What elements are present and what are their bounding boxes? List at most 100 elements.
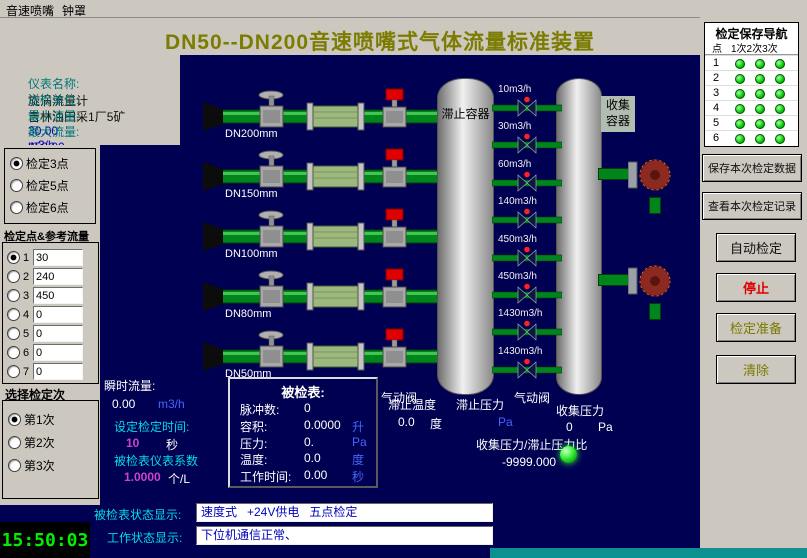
radio-run-1[interactable]: 第1次 (8, 411, 55, 428)
inst-flow-value: 0.00 (112, 397, 136, 411)
inst-flow-label: 瞬时流量: (104, 379, 156, 393)
auto-calibrate-button[interactable]: 自动检定 (716, 233, 796, 262)
pump-icon (627, 159, 671, 191)
ref-flow-input-6[interactable] (33, 344, 83, 361)
prepare-button[interactable]: 检定准备 (716, 313, 796, 342)
ref-radio-4[interactable] (7, 308, 20, 321)
run-select-title: 选择检定次 (5, 388, 66, 402)
stop-button[interactable]: 停止 (716, 273, 796, 302)
stag-press-unit: Pa (498, 415, 513, 429)
nav-dot-run3 (775, 59, 785, 69)
actuator-valve-icon (385, 88, 404, 101)
ref-flow-input-3[interactable] (33, 287, 83, 304)
nav-dot-run2 (755, 104, 765, 114)
clear-button[interactable]: 清除 (716, 355, 796, 384)
ref-flow-input-1[interactable] (33, 249, 83, 266)
pump1-outlet-pipe (649, 197, 661, 214)
nav-row-3: 3 (705, 85, 798, 101)
flowmeter-body-icon (312, 105, 359, 128)
radio-run-3-icon[interactable] (8, 459, 21, 472)
ref-row-5: 5 (7, 327, 29, 341)
radio-run-2[interactable]: 第2次 (8, 434, 55, 451)
radio-points-3[interactable]: 检定3点 (10, 155, 69, 172)
menu-bar: 音速喷嘴 钟罩 (0, 0, 807, 18)
ref-radio-5[interactable] (7, 327, 20, 340)
nav-row-2: 2 (705, 70, 798, 86)
ref-flow-title: 检定点&参考流量 (4, 231, 89, 243)
menu-item-sonic-nozzle[interactable]: 音速喷嘴 (6, 4, 55, 18)
ref-radio-3[interactable] (7, 289, 20, 302)
pulse-row: 脉冲数: 0 (240, 401, 370, 417)
branch-valve-icon[interactable] (491, 133, 563, 155)
branch-line-4: 140m3/h (491, 196, 563, 232)
pipe-dn50-graphic (203, 328, 449, 371)
radio-points-5-label: 检定5点 (26, 179, 69, 193)
radio-points-6-icon[interactable] (10, 201, 23, 214)
nav-dot-run1 (735, 74, 745, 84)
meter-coef-value[interactable]: 1.0000 (124, 470, 161, 484)
stag-press-label: 滞止压力 (456, 398, 505, 412)
pump-1 (627, 152, 674, 203)
radio-points-6[interactable]: 检定6点 (10, 199, 69, 216)
branch-valve-icon[interactable] (491, 246, 563, 268)
branch-valve-icon[interactable] (491, 208, 563, 230)
nav-dot-run3 (775, 119, 785, 129)
bottom-strip (490, 548, 807, 558)
meter-status-label: 被检表状态显示: (94, 508, 182, 522)
meter-status-display: 速度式 +24V供电 五点检定 (196, 503, 493, 522)
radio-run-2-icon[interactable] (8, 436, 21, 449)
ref-radio-7[interactable] (7, 365, 20, 378)
branch-valve-icon[interactable] (491, 358, 563, 380)
ref-radio-1[interactable] (7, 251, 20, 264)
nav-col-point: 点 (712, 44, 722, 55)
flowmeter-body-icon (312, 225, 359, 248)
ref-radio-6[interactable] (7, 346, 20, 359)
branch-valve-icon[interactable] (491, 96, 563, 118)
nozzle-icon (203, 282, 223, 311)
ref-flow-input-7[interactable] (33, 363, 83, 380)
ref-num-1: 1 (23, 252, 30, 264)
ref-flow-input-5[interactable] (33, 325, 83, 342)
stag-temp-label: 滞止温度 (388, 398, 437, 412)
radio-run-1-icon[interactable] (8, 413, 21, 426)
temperature-unit: 度 (352, 453, 365, 467)
nav-row-4: 4 (705, 100, 798, 116)
volume-row: 容积: 0.0000 升 (240, 418, 370, 434)
ref-flow-input-2[interactable] (33, 268, 83, 285)
page-title: DN50--DN200音速喷嘴式气体流量标准装置 (164, 31, 596, 54)
radio-run-1-label: 第1次 (24, 413, 55, 427)
branch-flow-label-4: 140m3/h (498, 196, 537, 207)
nav-dot-run1 (735, 119, 745, 129)
ref-num-2: 2 (23, 271, 30, 283)
actuator-valve-icon (385, 328, 404, 341)
worktime-label: 工作时间: (240, 470, 292, 484)
volume-unit: 升 (352, 420, 365, 434)
ref-flow-input-4[interactable] (33, 306, 83, 323)
radio-points-5[interactable]: 检定5点 (10, 177, 69, 194)
ref-radio-2[interactable] (7, 270, 20, 283)
save-data-button[interactable]: 保存本次检定数据 (702, 154, 802, 182)
collection-vessel (556, 78, 602, 395)
actuator-valve-icon (385, 268, 404, 281)
pressure-value: 0. (304, 435, 315, 449)
pulse-value: 0 (304, 401, 311, 415)
view-record-button[interactable]: 查看本次检定记录 (702, 192, 802, 220)
nav-row-num: 4 (713, 102, 720, 114)
branch-valve-icon[interactable] (491, 320, 563, 342)
nav-dot-run1 (735, 134, 745, 144)
radio-run-3[interactable]: 第3次 (8, 457, 55, 474)
radio-points-3-icon[interactable] (10, 157, 23, 170)
set-time-value[interactable]: 10 (126, 436, 140, 450)
ref-num-7: 7 (23, 366, 30, 378)
branch-valve-icon[interactable] (491, 171, 563, 193)
volume-value: 0.0000 (304, 418, 341, 432)
collection-vessel-label: 收集容器 (601, 96, 635, 132)
nozzle-icon (203, 222, 223, 251)
menu-item-bell[interactable]: 钟罩 (62, 4, 87, 18)
radio-points-5-icon[interactable] (10, 179, 23, 192)
stagnation-vessel: 滞止容器 (437, 78, 494, 395)
branch-valve-icon[interactable] (491, 283, 563, 305)
pump2-outlet-pipe (649, 303, 661, 320)
work-status-label: 工作状态显示: (107, 531, 183, 545)
